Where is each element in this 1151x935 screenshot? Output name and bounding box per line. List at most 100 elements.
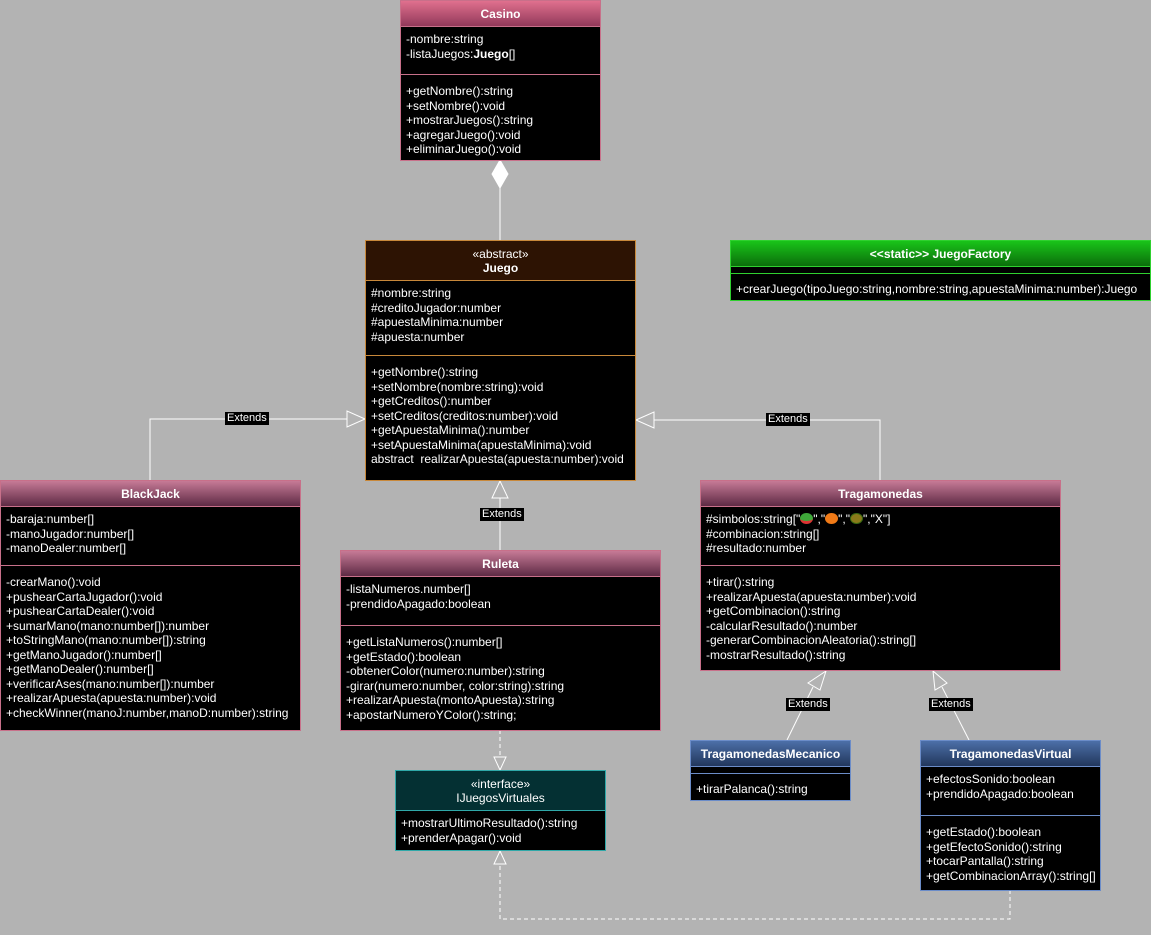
class-tragamonedas-virtual-header: TragamonedasVirtual bbox=[921, 741, 1100, 767]
operation: +getManoDealer():number[] bbox=[6, 662, 154, 676]
class-tragamonedas-virtual-operations: +getEstado():boolean +getEfectoSonido():… bbox=[921, 815, 1100, 883]
extends-label-blackjack: Extends bbox=[225, 412, 269, 425]
class-ruleta-name: Ruleta bbox=[482, 556, 519, 571]
class-casino-header: Casino bbox=[401, 1, 600, 27]
operation: +prenderApagar():void bbox=[401, 830, 522, 845]
class-juego-operations: +getNombre():string +setNombre(nombre:st… bbox=[366, 355, 635, 467]
operation: +tirar():string bbox=[706, 575, 775, 589]
class-casino-operations: +getNombre():string +setNombre():void +m… bbox=[401, 74, 600, 157]
attribute: -listaNumeros.number[] bbox=[346, 582, 471, 596]
blackjack-generalization-line bbox=[149, 418, 347, 480]
operation: +sumarMano(mano:number[]):number bbox=[6, 618, 210, 633]
operation: +setApuestaMinima(apuestaMinima):void bbox=[371, 437, 592, 452]
attribute: #creditoJugador:number bbox=[371, 300, 502, 315]
ruleta-generalization-arrow bbox=[491, 479, 509, 499]
operation: +crearJuego(tipoJuego:string,nombre:stri… bbox=[736, 282, 1138, 296]
ruleta-realization-arrow bbox=[493, 756, 507, 772]
class-tragamonedas-mecanico[interactable]: TragamonedasMecanico +tirarPalanca():str… bbox=[690, 740, 851, 801]
interface-stereotype: «interface» bbox=[470, 776, 531, 791]
operation: -crearMano():void bbox=[6, 575, 101, 589]
extends-label-virtual: Extends bbox=[929, 698, 973, 711]
simbolos-separator: "," bbox=[813, 512, 826, 526]
class-juego[interactable]: «abstract» Juego #nombre:string #credito… bbox=[365, 240, 636, 481]
attribute-suffix: [] bbox=[508, 46, 516, 61]
composition-diamond bbox=[491, 158, 509, 190]
operation: +mostrarJuegos():string bbox=[406, 113, 534, 127]
interface-ijuegos-virtuales[interactable]: «interface» IJuegosVirtuales +mostrarUlt… bbox=[395, 770, 606, 851]
operation: -generarCombinacionAleatoria():string[] bbox=[706, 633, 917, 647]
operation: +agregarJuego():void bbox=[406, 127, 521, 142]
operation: +realizarApuesta(montoApuesta):string bbox=[346, 693, 555, 707]
attribute-label: -listaJuegos: bbox=[406, 46, 474, 61]
extends-label-tragamonedas: Extends bbox=[766, 413, 810, 426]
attribute: +efectosSonido:boolean bbox=[926, 772, 1056, 786]
extends-label-mecanico: Extends bbox=[786, 698, 830, 711]
interface-ijuegos-virtuales-header: «interface» IJuegosVirtuales bbox=[396, 771, 605, 811]
simbolos-last: ","X"] bbox=[863, 512, 891, 526]
attribute: -manoDealer:number[] bbox=[6, 541, 127, 555]
operation: -obtenerColor(numero:number):string bbox=[346, 664, 545, 678]
class-blackjack-attributes: -baraja:number[] -manoJugador:number[] -… bbox=[1, 507, 300, 565]
attribute: +prendidoApagado:boolean bbox=[926, 786, 1074, 801]
class-blackjack[interactable]: BlackJack -baraja:number[] -manoJugador:… bbox=[0, 480, 301, 731]
class-blackjack-header: BlackJack bbox=[1, 481, 300, 507]
tragamonedas-generalization-arrow bbox=[634, 411, 655, 429]
interface-operations: +mostrarUltimoResultado():string +prende… bbox=[396, 811, 605, 845]
attribute: -listaJuegos:Juego[] bbox=[406, 47, 595, 62]
attribute: #apuesta:number bbox=[371, 329, 465, 344]
operation: +getCreditos():number bbox=[371, 394, 492, 408]
operation: +getEfectoSonido():string bbox=[926, 839, 1062, 854]
class-juego-header: «abstract» Juego bbox=[366, 241, 635, 281]
class-ruleta-operations: +getListaNumeros():number[] +getEstado()… bbox=[341, 625, 660, 722]
class-tragamonedas-header: Tragamonedas bbox=[701, 481, 1060, 507]
operation: +checkWinner(manoJ:number,manoD:number):… bbox=[6, 705, 289, 720]
class-casino[interactable]: Casino -nombre:string -listaJuegos:Juego… bbox=[400, 0, 601, 161]
operation: +getManoJugador():number[] bbox=[6, 647, 162, 662]
class-tragamonedas-mecanico-operations: +tirarPalanca():string bbox=[691, 773, 850, 797]
attribute: #apuestaMinima:number bbox=[371, 315, 504, 329]
operation: +pushearCartaJugador():void bbox=[6, 589, 163, 604]
operation: +verificarAses(mano:number[]):number bbox=[6, 676, 215, 691]
attribute: #nombre:string bbox=[371, 286, 452, 300]
operation: -girar(numero:number, color:string):stri… bbox=[346, 678, 565, 693]
class-ruleta-attributes: -listaNumeros.number[] -prendidoApagado:… bbox=[341, 577, 660, 625]
tragamonedas-generalization-line bbox=[654, 419, 881, 480]
operation: +setNombre():void bbox=[406, 98, 506, 113]
attribute: -manoJugador:number[] bbox=[6, 526, 135, 541]
class-tragamonedas-virtual-name: TragamonedasVirtual bbox=[949, 746, 1072, 761]
class-tragamonedas-name: Tragamonedas bbox=[838, 486, 923, 501]
class-tragamonedas[interactable]: Tragamonedas #simbolos:string[" "," "," ","… bbox=[700, 480, 1061, 671]
attribute: -baraja:number[] bbox=[6, 512, 95, 526]
operation: +setNombre(nombre:string):void bbox=[371, 379, 544, 394]
operation: +eliminarJuego():void bbox=[406, 142, 522, 156]
class-tragamonedas-operations: +tirar():string +realizarApuesta(apuesta… bbox=[701, 565, 1060, 662]
mecanico-generalization-arrow bbox=[807, 669, 827, 691]
class-tragamonedas-mecanico-name: TragamonedasMecanico bbox=[700, 746, 841, 761]
virtual-realization-line bbox=[499, 864, 1011, 920]
simbolos-separator: "," bbox=[838, 512, 851, 526]
class-blackjack-operations: -crearMano():void +pushearCartaJugador()… bbox=[1, 565, 300, 720]
operation: +tocarPantalla():string bbox=[926, 854, 1044, 868]
operation: +getListaNumeros():number[] bbox=[346, 635, 503, 649]
class-ruleta-header: Ruleta bbox=[341, 551, 660, 577]
class-blackjack-name: BlackJack bbox=[121, 486, 180, 501]
class-tragamonedas-virtual[interactable]: TragamonedasVirtual +efectosSonido:boole… bbox=[920, 740, 1101, 891]
attribute: #combinacion:string[] bbox=[706, 526, 820, 541]
operation: +realizarApuesta(apuesta:number):void bbox=[706, 589, 917, 604]
simbolos-prefix: #simbolos:string[" bbox=[706, 512, 801, 526]
extends-label-ruleta: Extends bbox=[480, 508, 524, 521]
operation: +getEstado():boolean bbox=[346, 649, 462, 664]
class-tragamonedas-virtual-attributes: +efectosSonido:boolean +prendidoApagado:… bbox=[921, 767, 1100, 815]
class-juego-factory[interactable]: <<static>> JuegoFactory +crearJuego(tipo… bbox=[730, 240, 1151, 301]
attribute: -nombre:string bbox=[406, 32, 484, 46]
orange-icon bbox=[825, 513, 839, 524]
virtual-realization-arrow bbox=[493, 849, 507, 865]
virtual-generalization-arrow bbox=[932, 669, 948, 691]
class-juego-factory-operations: +crearJuego(tipoJuego:string,nombre:stri… bbox=[731, 273, 1150, 297]
class-ruleta[interactable]: Ruleta -listaNumeros.number[] -prendidoA… bbox=[340, 550, 661, 731]
operation: +getNombre():string bbox=[371, 365, 479, 379]
attribute-type: Juego bbox=[473, 46, 509, 61]
attribute-simbolos: #simbolos:string[" "," "," ","X"] bbox=[706, 512, 1055, 527]
operation: abstract realizarApuesta(apuesta:number)… bbox=[371, 452, 624, 466]
attribute: -prendidoApagado:boolean bbox=[346, 596, 491, 611]
